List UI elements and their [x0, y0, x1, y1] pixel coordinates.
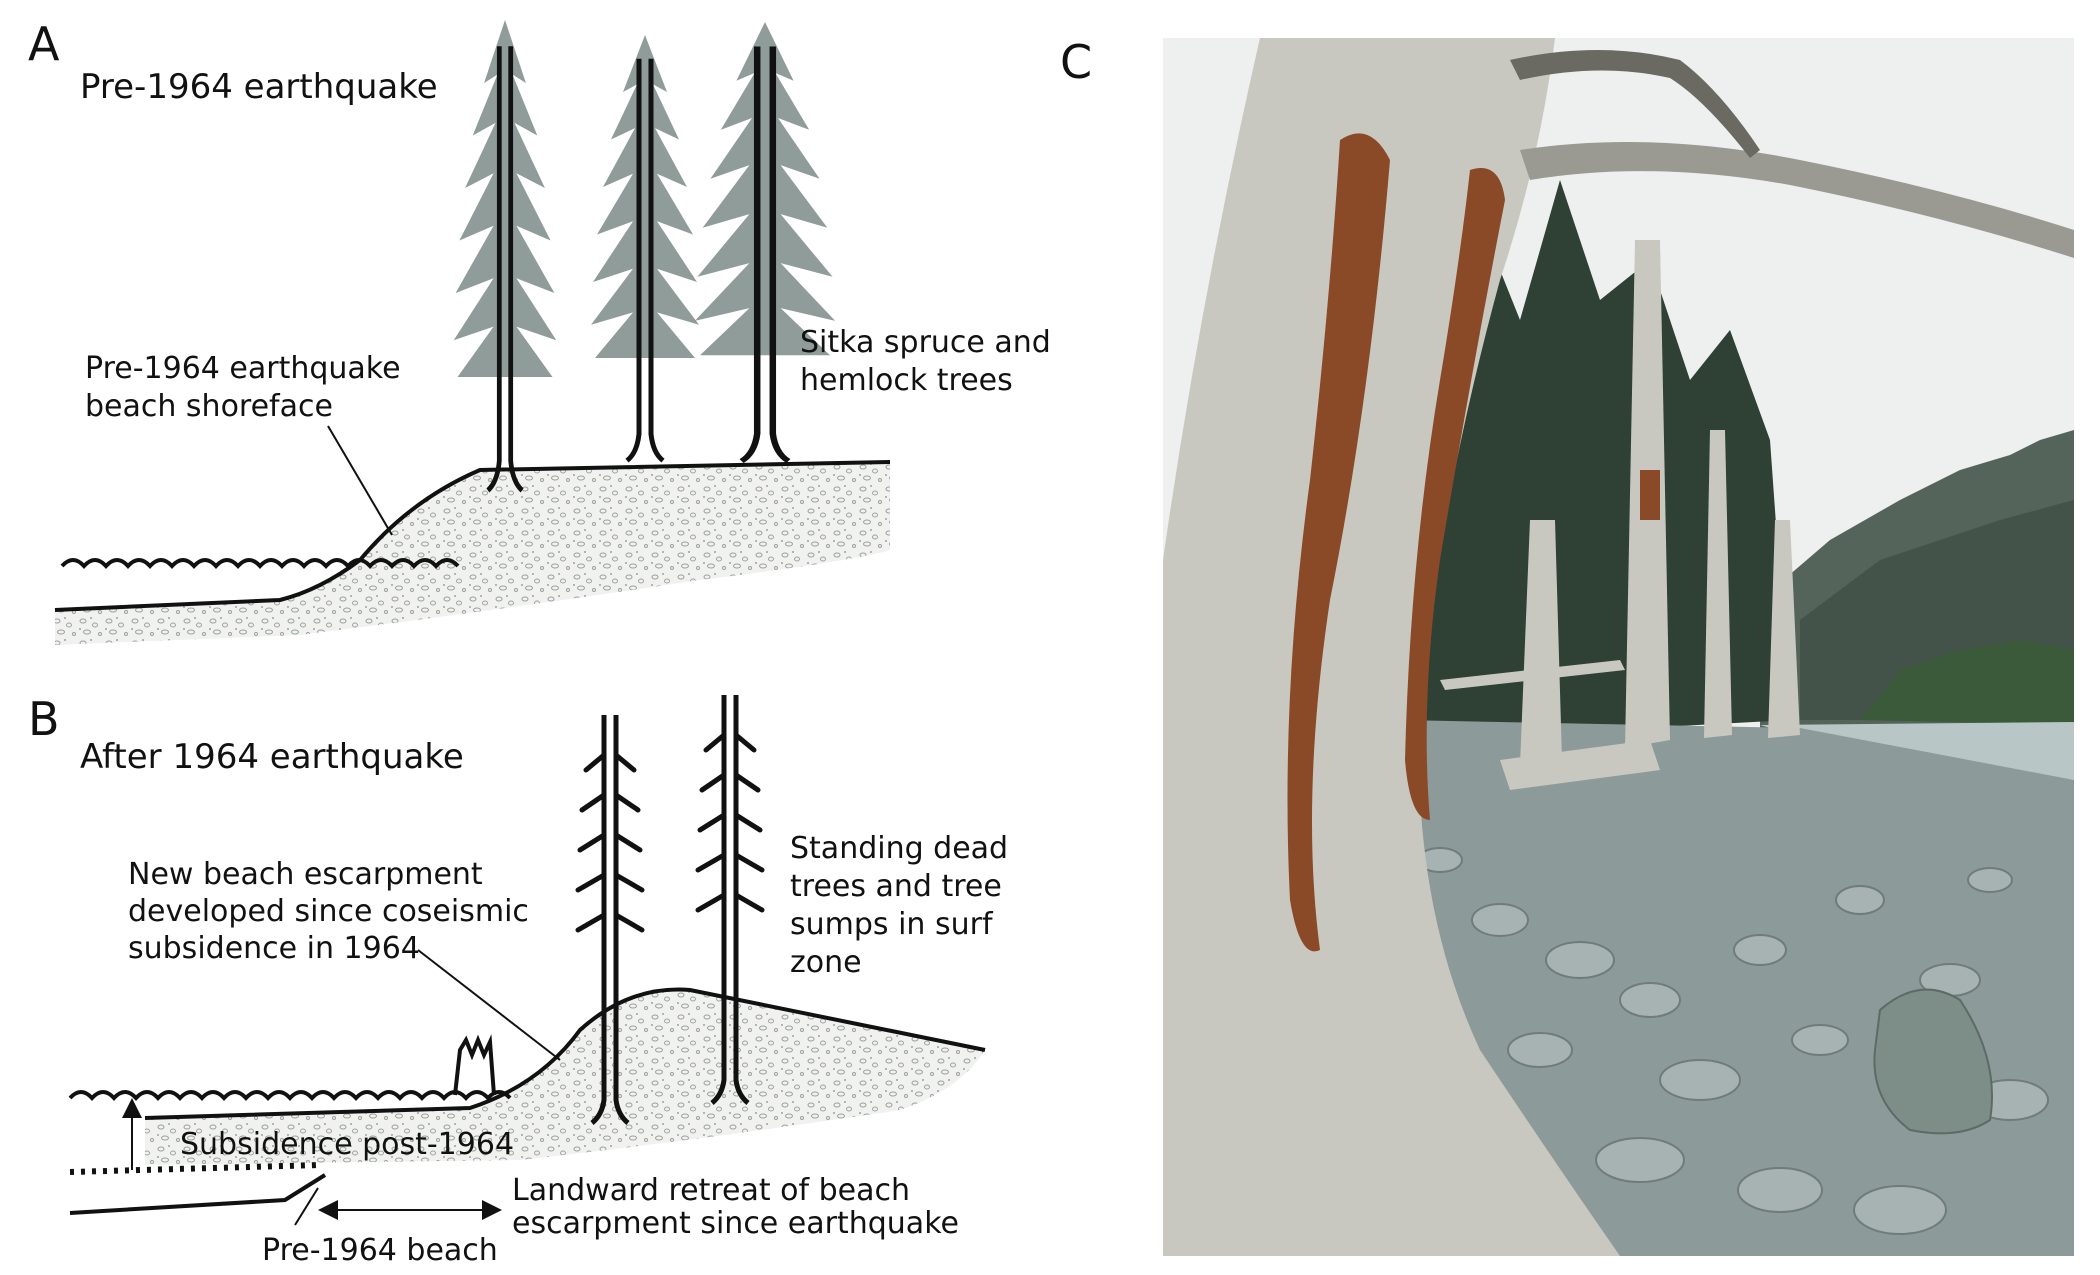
panel-c-photo	[1163, 38, 2074, 1256]
photo-forest	[1420, 180, 1790, 740]
photo-trunk-stain	[1287, 133, 1505, 952]
panel-b-escarpment-leader	[417, 949, 561, 1061]
photo-overhanging-branch	[1520, 142, 2074, 258]
panel-a-spruce-tree	[591, 35, 699, 461]
photo-driftwood	[1440, 660, 1660, 790]
panel-b-old-beach-dotted	[69, 1162, 321, 1175]
panel-a-sediment	[55, 462, 890, 645]
panel-b-letter: B	[28, 692, 60, 746]
panel-b-old-beach-line	[69, 1173, 327, 1215]
photo-forest-edge	[1860, 640, 2074, 725]
panel-a-shoreface-leader	[327, 425, 393, 536]
photo-boulder	[1873, 988, 1993, 1135]
panel-b-tree-stump	[453, 1034, 496, 1096]
panel-b-escarpment-label: New beach escarpment developed since cos…	[128, 857, 538, 966]
panel-b-retreat-label: Landward retreat of beach escarpment sin…	[512, 1173, 959, 1241]
panel-b-water-surface	[68, 1090, 512, 1101]
panel-b-subsidence-label: Subsidence post-1964	[180, 1127, 514, 1162]
panel-b: B After 1964 earthquake New beach escarp…	[28, 692, 1018, 1268]
panel-a-letter: A	[28, 17, 60, 71]
panel-a-shoreface-label: Pre-1964 earthquake beach shoreface	[85, 351, 410, 424]
panel-c-letter: C	[1060, 35, 1092, 89]
photo-upper-branch	[1510, 50, 1760, 158]
panel-c: C	[1060, 35, 2074, 1256]
panel-b-old-beach-label: Pre-1964 beach	[262, 1233, 498, 1268]
panel-b-old-beach-leader	[294, 1187, 319, 1226]
photo-foreground-trunk	[1163, 38, 1620, 1256]
panel-a-title: Pre-1964 earthquake	[80, 67, 438, 107]
panel-a-beach-profile	[54, 460, 891, 612]
panel-b-dead-trees-label: Standing dead trees and tree sumps in su…	[790, 831, 1018, 980]
panel-a-trees-label: Sitka spruce and hemlock trees	[800, 325, 1060, 398]
panel-a: A Pre-1964 earthquake Pre-1964 earthquak…	[28, 17, 1060, 645]
panel-a-water-surface	[60, 558, 460, 569]
photo-dead-trees	[1520, 240, 1800, 765]
panel-a-spruce-tree	[454, 20, 557, 490]
panel-b-sediment	[145, 989, 985, 1165]
photo-cobbles	[1417, 847, 2049, 1235]
panel-b-title: After 1964 earthquake	[80, 737, 464, 777]
